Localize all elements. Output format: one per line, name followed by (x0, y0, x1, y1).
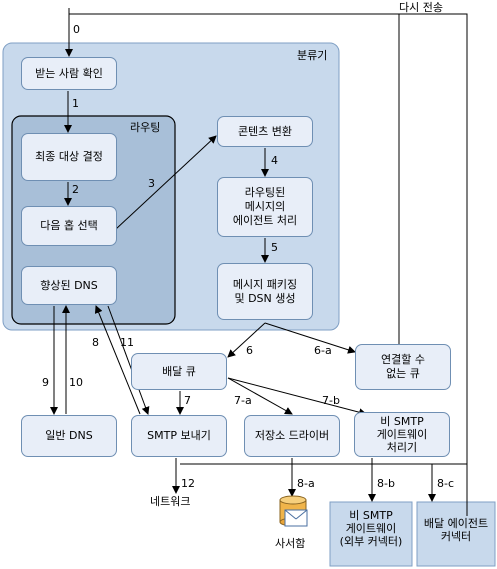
resolve-recipients-box: 받는 사람 확인 (21, 57, 117, 90)
unreachable-queue-box: 연결할 수 없는 큐 (355, 344, 451, 390)
resubmit-label: 다시 전송 (399, 1, 443, 14)
smtp-send-box: SMTP 보내기 (131, 415, 227, 457)
final-target-box: 최종 대상 결정 (21, 133, 117, 181)
step-label-6: 6 (246, 344, 253, 357)
arrow-7a (227, 377, 293, 415)
step-label-8c: 8-c (437, 477, 455, 490)
step-label-11: 11 (120, 336, 134, 349)
arrow-8 (94, 305, 141, 415)
step-label-1: 1 (72, 97, 79, 110)
step-label-3: 3 (148, 177, 155, 190)
step-label-7b: 7-b (322, 394, 340, 407)
delivery-agent-connector-bg (416, 501, 496, 567)
step-label-8: 8 (92, 336, 99, 349)
categorizer-label: 분류기 (297, 49, 328, 62)
non-smtp-gateway-processing-box: 비 SMTP 게이트웨이 처리기 (354, 412, 450, 457)
step-label-9: 9 (42, 376, 49, 389)
step-label-5: 5 (271, 241, 278, 254)
step-label-6a: 6-a (314, 344, 332, 357)
non-smtp-gateway-external-bg (329, 501, 413, 567)
step-label-4: 4 (271, 154, 278, 167)
mailbox-label: 사서함 (275, 537, 306, 550)
arrow-6 (227, 322, 266, 358)
routing-label: 라우팅 (130, 121, 161, 134)
arrow-3 (115, 135, 217, 230)
step-label-8a: 8-a (297, 477, 315, 490)
arrow-11 (107, 305, 150, 415)
step-label-2: 2 (72, 183, 79, 196)
step-label-7a: 7-a (234, 394, 252, 407)
delivery-queue-box: 배달 큐 (131, 353, 227, 390)
delivery-agent-connector-box: 배달 에이전트 커넥터 (423, 517, 489, 543)
non-smtp-gateway-external-box: 비 SMTP 게이트웨이 (외부 커넥터) (339, 509, 403, 548)
store-driver-box: 저장소 드라이버 (244, 415, 340, 457)
mailbox-database-icon (279, 495, 308, 527)
arrow-6a (264, 322, 356, 354)
content-conversion-box: 콘텐츠 변환 (217, 116, 313, 147)
next-hop-box: 다음 홉 선택 (21, 206, 117, 246)
step-label-8b: 8-b (377, 477, 395, 490)
step-label-7: 7 (184, 394, 191, 407)
step-label-12: 12 (181, 477, 195, 490)
resubmit-loop-line (69, 13, 468, 516)
routed-agent-box: 라우팅된 메시지의 에이전트 처리 (217, 177, 313, 237)
step-label-10: 10 (69, 376, 83, 389)
arrow-7b (227, 377, 367, 417)
general-dns-box: 일반 DNS (21, 415, 117, 457)
packaging-box: 메시지 패키징 및 DSN 생성 (217, 263, 313, 320)
network-label: 네트워크 (150, 495, 191, 508)
enhanced-dns-box: 향상된 DNS (21, 266, 117, 305)
step-label-0: 0 (73, 23, 80, 36)
